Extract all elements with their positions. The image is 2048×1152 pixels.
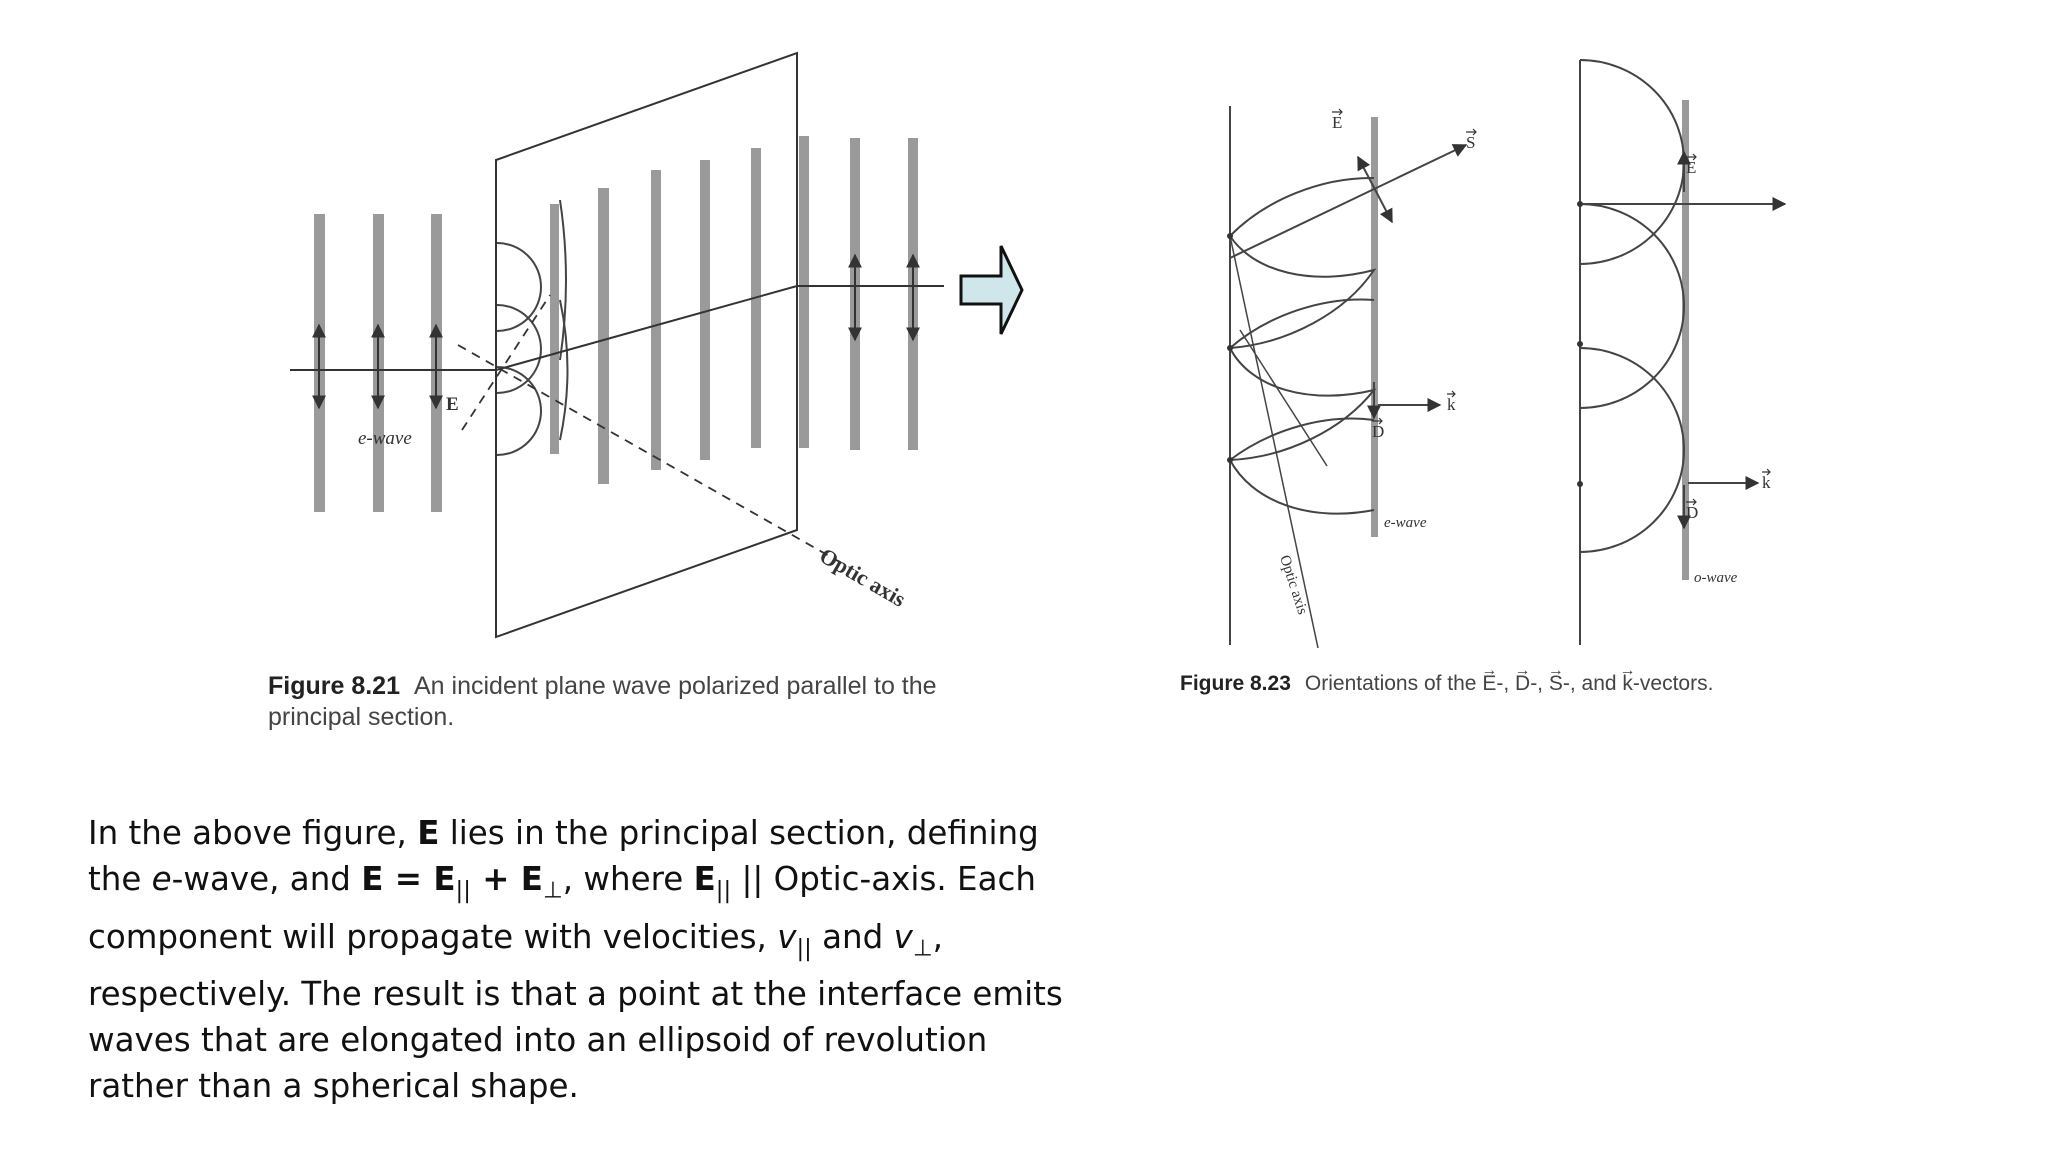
wavelets <box>496 199 569 456</box>
optic-axis-label: Optic axis <box>816 543 911 612</box>
e-wave-label: e-wave <box>358 428 412 449</box>
caption-text: An incident plane wave polarized paralle… <box>268 672 937 732</box>
optic-axis-line <box>457 294 846 566</box>
body-paragraph: In the above figure, E lies in the princ… <box>88 814 1063 1105</box>
crystal-wavefronts <box>550 148 761 484</box>
vector-E-label-2: E <box>1686 158 1696 177</box>
crystal-plane <box>495 51 798 639</box>
e-field-arrows <box>312 323 443 410</box>
e-wave-label-right: e-wave <box>1384 515 1427 531</box>
exit-wavefronts <box>799 136 918 450</box>
o-wave-label: o-wave <box>1694 570 1738 586</box>
figure-8-23: E S D k E D k e-wave o-wave Optic axis <box>1227 59 1787 649</box>
ray-path <box>290 285 944 371</box>
vector-D-label-2: D <box>1686 503 1698 522</box>
vector-E-label: E <box>1332 113 1342 132</box>
caption-number: Figure 8.23 <box>1180 672 1291 695</box>
E-label: E <box>446 394 459 415</box>
block-arrow-icon <box>959 245 1024 335</box>
vector-k-label-2: k <box>1762 473 1771 492</box>
vector-k-label: k <box>1447 395 1456 414</box>
vector-S-label: S <box>1466 133 1475 152</box>
caption-number: Figure 8.21 <box>268 672 400 700</box>
vector-D-label: D <box>1372 422 1384 441</box>
figure-8-21: e-wave E Optic axis <box>290 51 944 639</box>
